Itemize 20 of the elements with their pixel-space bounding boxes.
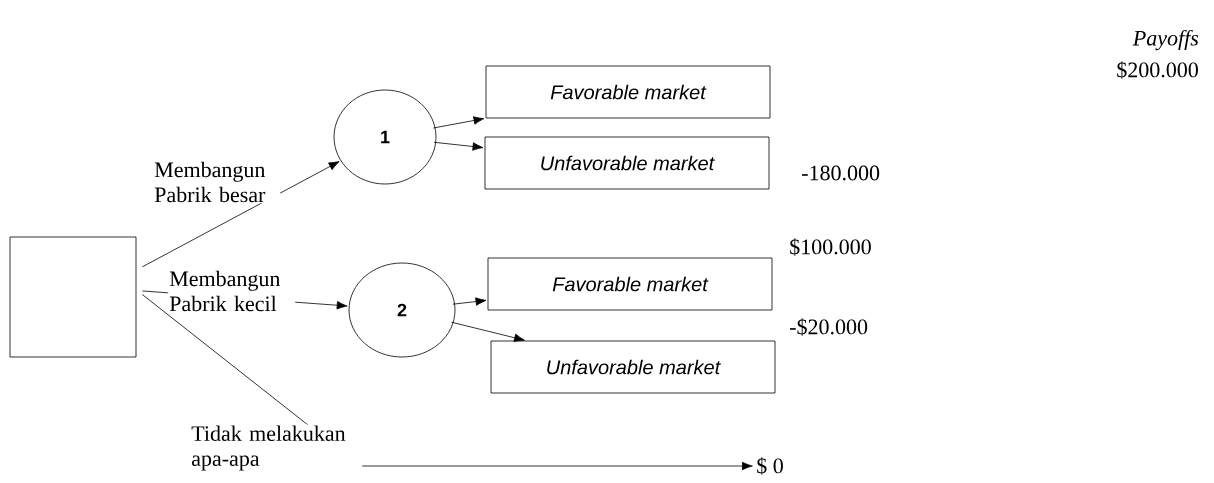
edge-label: Membangun Pabrik besar	[153, 160, 281, 204]
outcome-box: Unfavorable market	[484, 136, 770, 190]
payoff-value: $200.000	[1117, 61, 1198, 79]
outcome-box: Favorable market	[487, 257, 773, 311]
outcome-box: Favorable market	[485, 65, 771, 119]
decision-box	[9, 236, 137, 358]
column-heading: Payoffs	[1132, 29, 1199, 51]
arrow	[452, 297, 487, 306]
arrow	[142, 294, 753, 471]
outcome-box: Unfavorable market	[490, 340, 776, 394]
payoff-value: $ 0	[757, 457, 783, 475]
payoff-value: -$20.000	[790, 318, 868, 336]
payoff-value: $100.000	[790, 238, 871, 256]
arrow	[433, 116, 485, 129]
arrow	[451, 321, 525, 342]
arrow	[433, 141, 484, 151]
arrow	[142, 161, 340, 268]
edge-label: Tidak melakukan apa-apa	[190, 424, 363, 472]
edge-label: Membangun Pabrik kecil	[168, 269, 296, 313]
payoff-value: -180.000	[802, 165, 880, 181]
